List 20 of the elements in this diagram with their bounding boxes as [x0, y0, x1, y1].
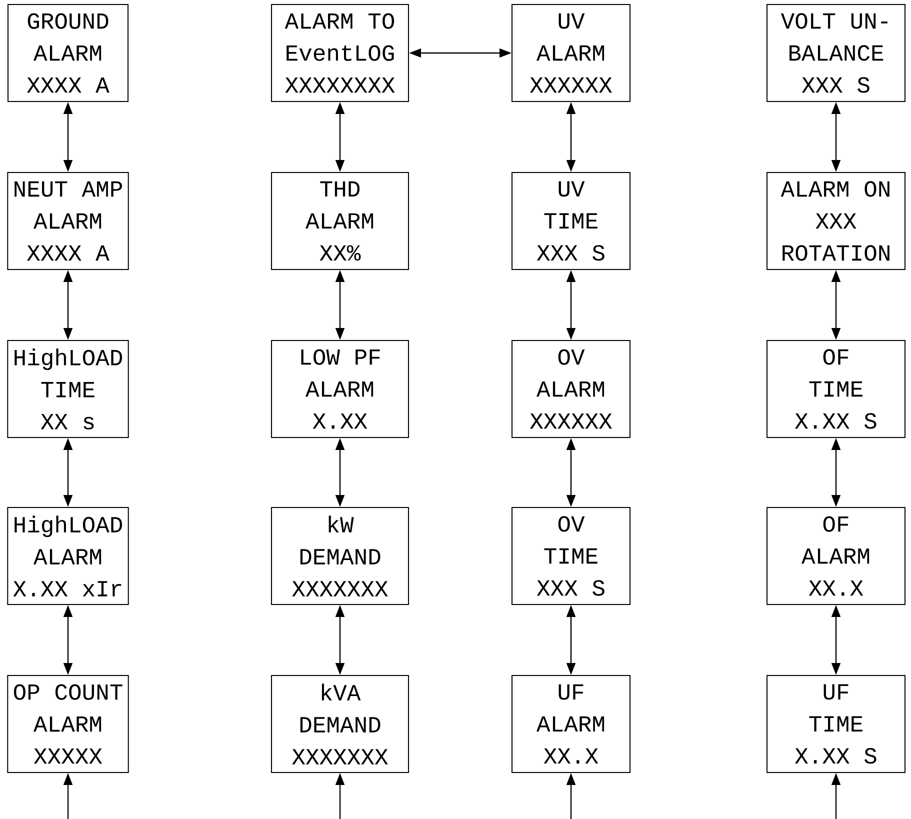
- display-box: THD ALARM XX%: [271, 172, 409, 270]
- display-box: HighLOAD TIME XX s: [7, 340, 129, 438]
- display-box: NEUT AMP ALARM XXXX A: [7, 172, 129, 270]
- display-box: UF TIME X.XX S: [766, 674, 906, 773]
- display-box: VOLT UN- BALANCE XXX S: [766, 4, 906, 102]
- display-box: ALARM ON XXX ROTATION: [766, 172, 906, 270]
- display-box: UV ALARM XXXXXX: [512, 4, 630, 102]
- display-box: ALARM TO EventLOG XXXXXXXX: [271, 4, 409, 102]
- display-box: HighLOAD ALARM X.XX xIr: [7, 507, 129, 605]
- display-box: UV TIME XXX S: [512, 172, 630, 270]
- display-box: kW DEMAND XXXXXXX: [271, 507, 409, 605]
- display-box: LOW PF ALARM X.XX: [271, 340, 409, 438]
- display-box: GROUND ALARM XXXX A: [8, 4, 128, 102]
- display-box: OF ALARM XX.X: [766, 507, 906, 605]
- display-box: OP COUNT ALARM XXXXX: [7, 674, 129, 773]
- display-box: OV ALARM XXXXXX: [512, 340, 630, 438]
- display-box: kVA DEMAND XXXXXXX: [271, 674, 409, 773]
- display-box: OV TIME XXX S: [512, 507, 630, 605]
- display-box: OF TIME X.XX S: [766, 340, 906, 438]
- display-box: UF ALARM XX.X: [512, 674, 630, 773]
